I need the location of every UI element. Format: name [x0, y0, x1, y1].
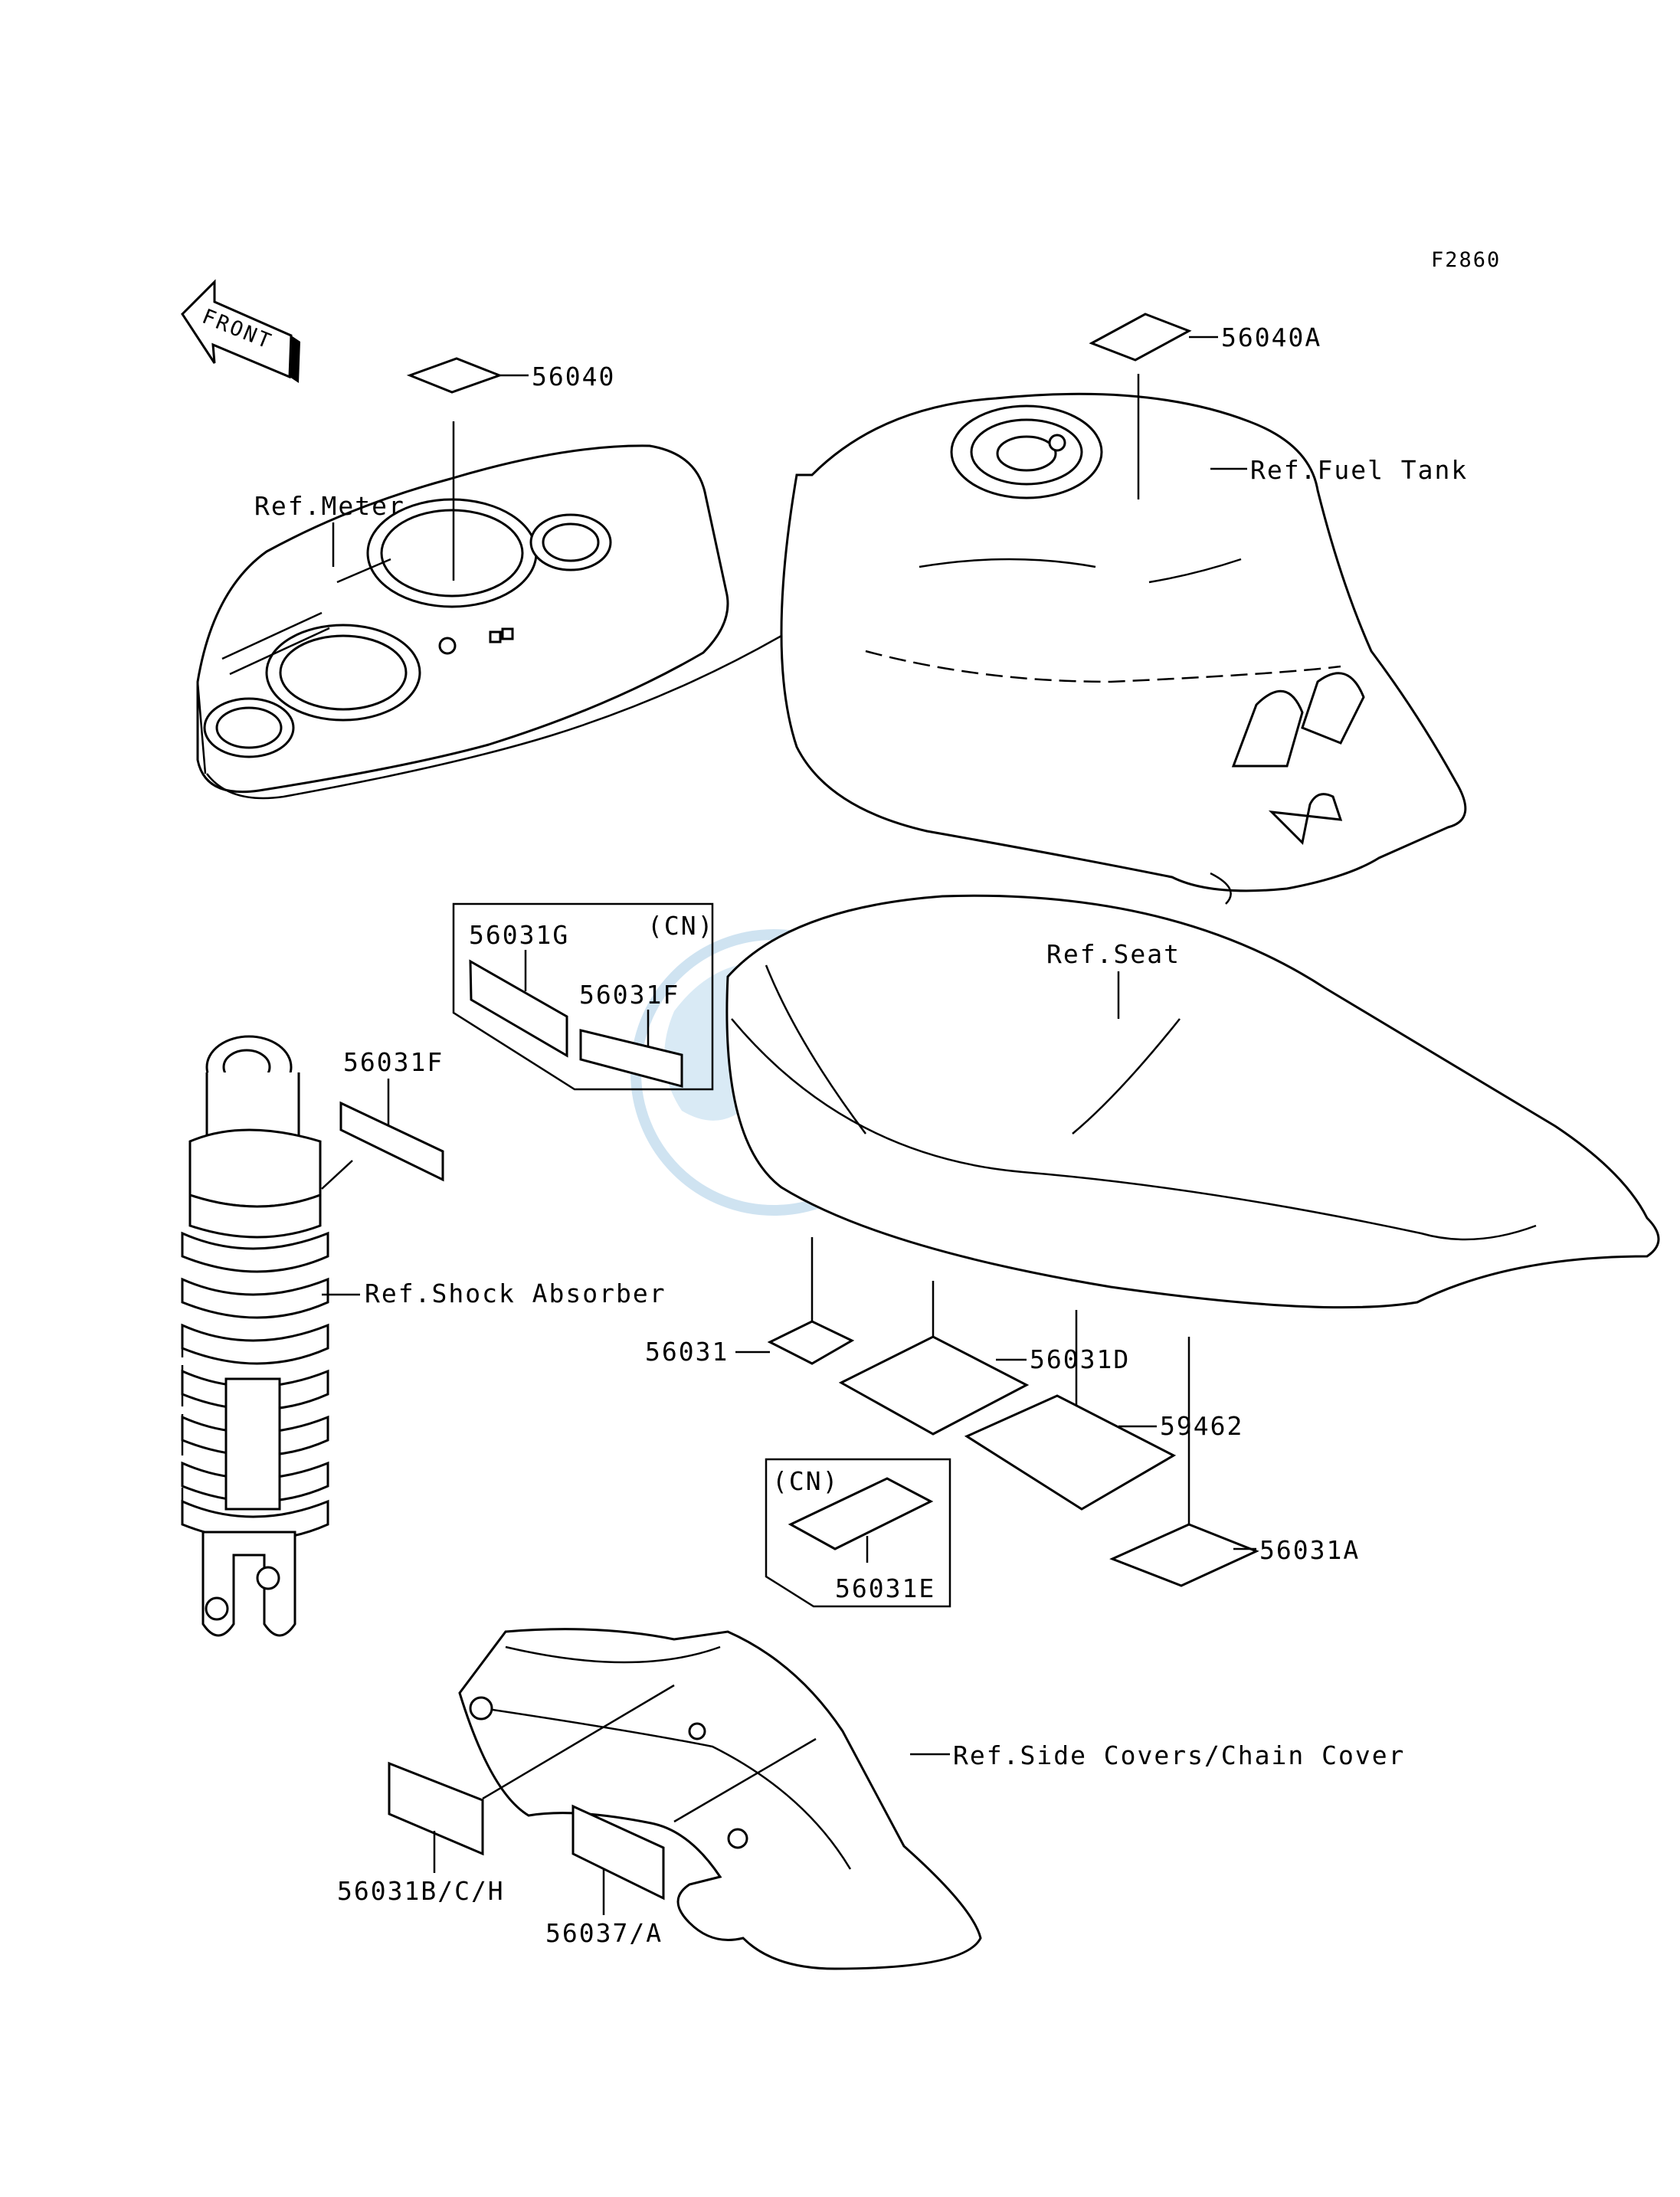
- part-59462: 59462: [1160, 1411, 1243, 1441]
- part-56031F-shock: 56031F: [343, 1047, 444, 1077]
- part-56031F-box: 56031F: [579, 980, 680, 1010]
- ref-shock-absorber: Ref.Shock Absorber: [365, 1279, 666, 1308]
- decal-56031D: [838, 1335, 1030, 1436]
- ref-fuel-tank: Ref.Fuel Tank: [1250, 455, 1468, 485]
- ref-meter: Ref.Meter: [254, 491, 405, 521]
- decal-56037A: [571, 1804, 665, 1901]
- decal-56040: [406, 357, 503, 394]
- meter-drawing: [196, 444, 789, 800]
- decal-56031: [767, 1320, 855, 1365]
- part-56031A: 56031A: [1259, 1535, 1360, 1565]
- front-arrow-icon: FRONT: [181, 279, 300, 383]
- decal-56040A: [1089, 313, 1192, 362]
- ref-side-covers: Ref.Side Covers/Chain Cover: [953, 1740, 1405, 1770]
- part-56031: 56031: [645, 1337, 729, 1367]
- part-56037A: 56037/A: [545, 1918, 663, 1948]
- cn-box-bottom: (CN) 56031E: [765, 1458, 951, 1608]
- decal-56031E: [788, 1477, 934, 1550]
- part-56031E: 56031E: [835, 1573, 935, 1603]
- decal-56031BCH: [388, 1761, 484, 1856]
- part-56040: 56040: [532, 362, 615, 391]
- ref-seat: Ref.Seat: [1046, 939, 1181, 969]
- decal-56031A: [1109, 1523, 1259, 1587]
- cn-label-top: (CN): [647, 911, 714, 941]
- part-56031BCH: 56031B/C/H: [337, 1876, 505, 1906]
- shock-absorber-drawing: [181, 1035, 329, 1637]
- decal-56031F-shock: [339, 1101, 444, 1182]
- decal-59462: [964, 1394, 1177, 1511]
- fuel-tank-drawing: [780, 392, 1467, 905]
- part-56040A: 56040A: [1221, 323, 1321, 352]
- cn-box-top: (CN) 56031G 56031F: [452, 902, 714, 1091]
- seat-drawing: [725, 894, 1660, 1309]
- chain-cover-drawing: [458, 1628, 982, 1970]
- figure-code: F2860: [1431, 248, 1501, 272]
- part-56031G: 56031G: [469, 920, 569, 950]
- decal-56031G: [469, 959, 568, 1058]
- decal-56031F-box: [579, 1029, 683, 1088]
- cn-label-bottom: (CN): [772, 1466, 839, 1496]
- part-56031D: 56031D: [1030, 1344, 1130, 1374]
